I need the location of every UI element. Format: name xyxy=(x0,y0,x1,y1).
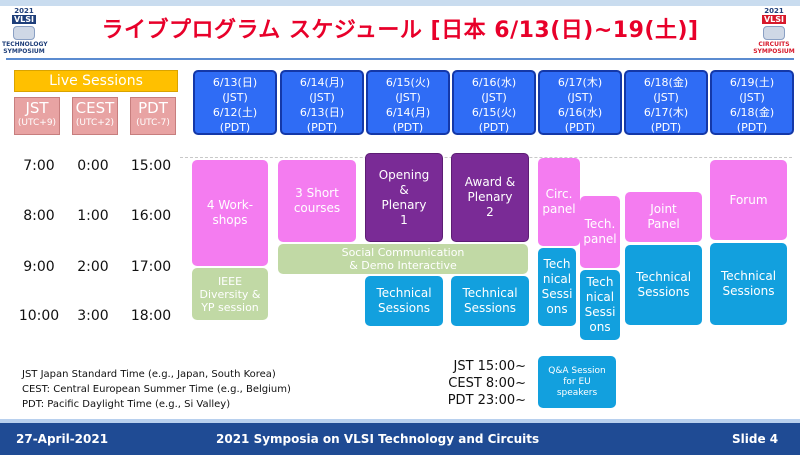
time-cest: 3:00 xyxy=(77,308,109,324)
footer-edge xyxy=(0,419,800,423)
qa-time-jst: JST 15:00~ xyxy=(453,359,526,374)
qa-time-cest: CEST 8:00~ xyxy=(448,376,526,391)
time-cest: 0:00 xyxy=(77,158,109,174)
session-technical-split-a[interactable]: Tech nical Sessi ons xyxy=(538,248,576,326)
timezone-header-pdt: PDT(UTC-7) xyxy=(130,97,176,135)
time-pdt: 17:00 xyxy=(130,259,172,275)
legend-cest: CEST: Central European Summer Time (e.g.… xyxy=(22,384,291,395)
time-jst: 10:00 xyxy=(18,308,60,324)
day-header-7: 6/19(土)(JST)6/18(金)(PDT) xyxy=(710,70,794,135)
session-forum[interactable]: Forum xyxy=(710,160,787,240)
day-header-5: 6/17(木)(JST)6/16(水)(PDT) xyxy=(538,70,622,135)
session-joint-panel[interactable]: Joint Panel xyxy=(625,192,702,242)
session-short-courses[interactable]: 3 Short courses xyxy=(278,160,356,242)
session-circ-panel[interactable]: Circ. panel xyxy=(538,158,580,246)
session-tech-panel[interactable]: Tech. panel xyxy=(580,196,620,268)
session-technical-day3[interactable]: Technical Sessions xyxy=(365,276,443,326)
chip-icon xyxy=(13,26,35,40)
legend-jst: JST Japan Standard Time (e.g., Japan, So… xyxy=(22,369,276,380)
day-header-6: 6/18(金)(JST)6/17(木)(PDT) xyxy=(624,70,708,135)
session-award-plenary[interactable]: Award & Plenary 2 xyxy=(451,153,529,242)
live-sessions-banner: Live Sessions xyxy=(14,70,178,92)
day-header-1: 6/13(日)(JST)6/12(土)(PDT) xyxy=(193,70,277,135)
session-qa-eu-speakers[interactable]: Q&A Session for EU speakers xyxy=(538,356,616,408)
time-jst: 8:00 xyxy=(23,208,55,224)
session-opening-plenary[interactable]: Opening & Plenary 1 xyxy=(365,153,443,242)
session-ieee-diversity[interactable]: IEEE Diversity & YP session xyxy=(192,268,268,320)
chip-icon xyxy=(763,26,785,40)
day-header-3: 6/15(火)(JST)6/14(月)(PDT) xyxy=(366,70,450,135)
vlsi-technology-logo: 2021 VLSI TECHNOLOGY SYMPOSIUM xyxy=(2,7,48,56)
timezone-header-cest: CEST(UTC+2) xyxy=(72,97,118,135)
vlsi-circuits-logo: 2021 VLSI CIRCUITS SYMPOSIUM xyxy=(753,7,795,56)
time-jst: 7:00 xyxy=(23,158,55,174)
day-header-4: 6/16(水)(JST)6/15(火)(PDT) xyxy=(452,70,536,135)
time-pdt: 16:00 xyxy=(130,208,172,224)
day-header-2: 6/14(月)(JST)6/13(日)(PDT) xyxy=(280,70,364,135)
session-technical-split-b[interactable]: Tech nical Sessi ons xyxy=(580,270,620,340)
session-social-communication[interactable]: Social Communication & Demo Interactive xyxy=(278,244,528,274)
title-divider xyxy=(6,58,794,60)
session-workshops[interactable]: 4 Work-shops xyxy=(192,160,268,266)
slide-title: ライブプログラム スケジュール [日本 6/13(日)~19(土)] xyxy=(101,18,699,43)
time-cest: 1:00 xyxy=(77,208,109,224)
time-pdt: 18:00 xyxy=(130,308,172,324)
footer-event: 2021 Symposia on VLSI Technology and Cir… xyxy=(216,432,540,446)
qa-time-pdt: PDT 23:00~ xyxy=(447,393,526,408)
session-technical-day4[interactable]: Technical Sessions xyxy=(451,276,529,326)
top-band xyxy=(0,0,800,6)
footer-date: 27-April-2021 xyxy=(16,432,109,446)
footer-bar: 27-April-2021 2021 Symposia on VLSI Tech… xyxy=(0,423,800,455)
timezone-header-jst: JST(UTC+9) xyxy=(14,97,60,135)
session-technical-day6[interactable]: Technical Sessions xyxy=(625,245,702,325)
time-pdt: 15:00 xyxy=(130,158,172,174)
time-jst: 9:00 xyxy=(23,259,55,275)
session-technical-day7[interactable]: Technical Sessions xyxy=(710,243,787,325)
legend-pdt: PDT: Pacific Daylight Time (e.g., Si Val… xyxy=(22,399,231,410)
time-cest: 2:00 xyxy=(77,259,109,275)
footer-slide-number: Slide 4 xyxy=(732,432,779,446)
